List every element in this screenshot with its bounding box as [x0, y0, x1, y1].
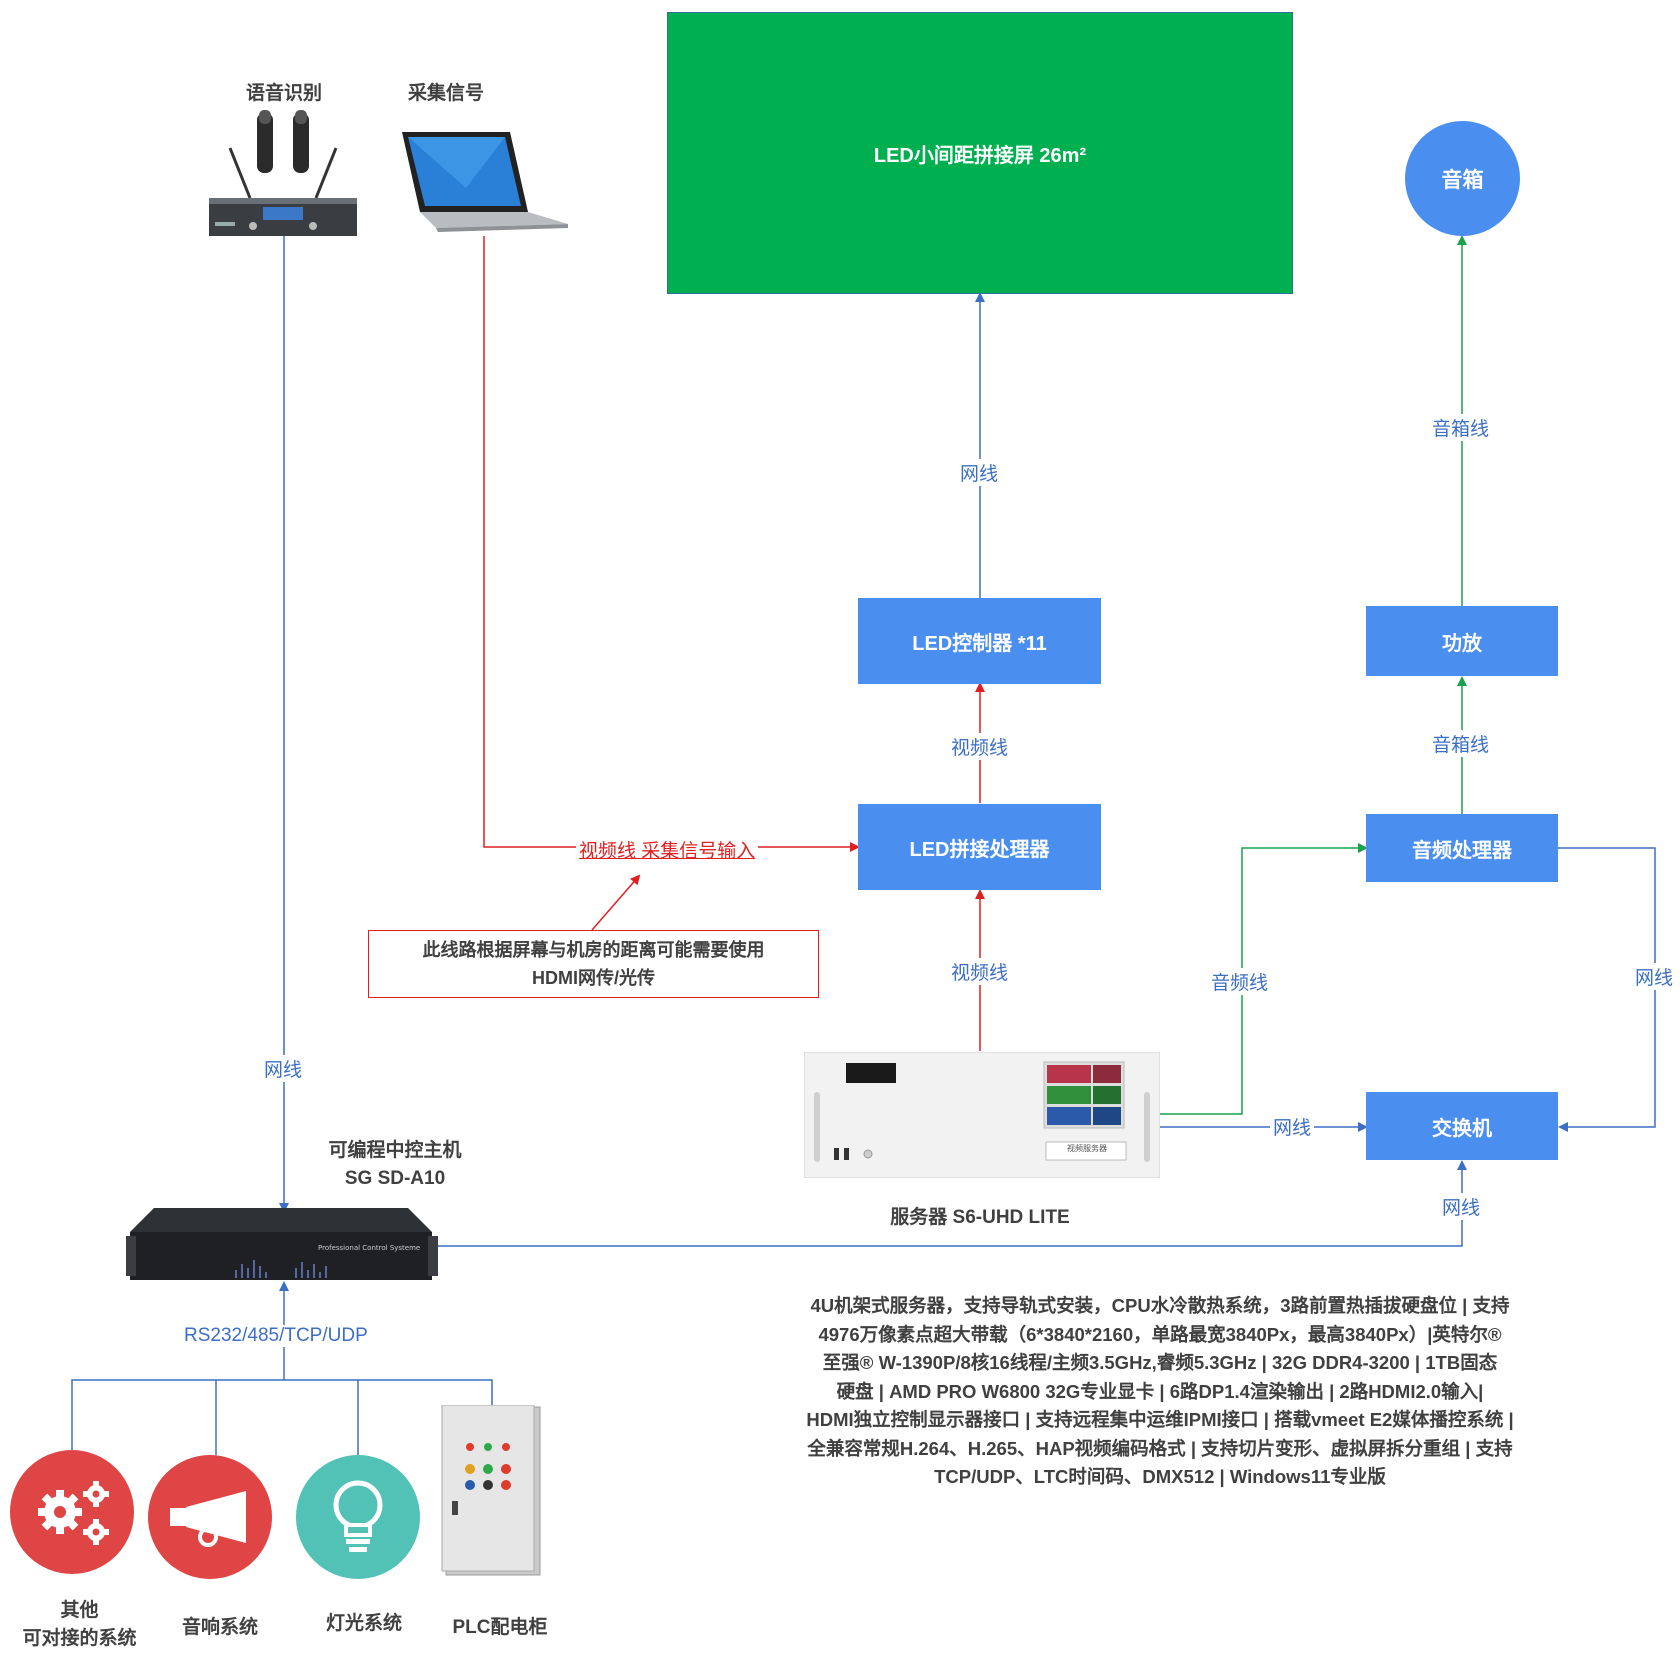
voice-recognition-title: 语音识别 — [245, 83, 322, 104]
speaker-node: 音箱 — [1405, 121, 1520, 236]
other-systems-title: 其他 可对接的系统 — [12, 1597, 147, 1653]
label-video-controller: 视频线 — [948, 733, 1012, 760]
other-line-2: 可对接的系统 — [22, 1628, 137, 1649]
spec-line-3: 至强® W-1390P/8核16线程/主频3.5GHz,睿频5.3GHz | 3… — [822, 1352, 1498, 1373]
rack-server-icon — [804, 1052, 1160, 1178]
label-video-processor: 视频线 — [948, 958, 1012, 985]
plc-cabinet-title: PLC配电柜 — [452, 1617, 548, 1638]
note-pointer — [591, 874, 641, 931]
control-host-line-2: SG SD-A10 — [344, 1168, 446, 1189]
capture-signal-title: 采集信号 — [407, 83, 484, 104]
label-network-mic: 网线 — [261, 1055, 306, 1082]
switch-label: 交换机 — [1432, 1117, 1492, 1140]
lighting-system-title: 灯光系统 — [325, 1613, 402, 1634]
server-caption: 服务器 S6-UHD LITE — [890, 1207, 1070, 1228]
spec-line-2: 4976万像素点超大带载（6*3840*2160，单路最宽3840Px，最高38… — [818, 1323, 1502, 1345]
wire-laptop-processor — [483, 236, 860, 852]
label-network-host-switch: 网线 — [1439, 1193, 1484, 1220]
audio-processor-label: 音频处理器 — [1412, 839, 1512, 862]
control-host-panel-text: Professional Control Systeme — [318, 1244, 421, 1252]
server-spec: 4U机架式服务器，支持导轨式安装，CPU水冷散热系统，3路前置热插拔硬盘位 | … — [760, 1292, 1560, 1492]
led-controller-label: LED控制器 *11 — [912, 632, 1047, 655]
note-line-2: HDMI网传/光传 — [532, 968, 655, 988]
label-network-right: 网线 — [1632, 963, 1677, 990]
control-host-icon — [126, 1208, 438, 1280]
spec-line-1: 4U机架式服务器，支持导轨式安装，CPU水冷散热系统，3路前置热插拔硬盘位 | … — [810, 1295, 1510, 1316]
wire-host-switch — [438, 1160, 1467, 1247]
label-speaker-cable: 音箱线 — [1429, 414, 1493, 441]
led-screen: LED小间距拼接屏 26m² — [667, 12, 1293, 294]
note-box: 此线路根据屏幕与机房的距离可能需要使用 HDMI网传/光传 — [368, 930, 819, 998]
note-line-1: 此线路根据屏幕与机房的距离可能需要使用 — [422, 940, 765, 960]
lighting-system-node — [296, 1455, 420, 1579]
switch-box: 交换机 — [1366, 1092, 1558, 1160]
led-processor-label: LED拼接处理器 — [909, 838, 1050, 861]
amplifier-label: 功放 — [1442, 632, 1482, 655]
led-screen-label: LED小间距拼接屏 26m² — [873, 144, 1087, 167]
megaphone-icon — [170, 1491, 246, 1547]
control-host-title: 可编程中控主机 SG SD-A10 — [300, 1137, 490, 1193]
led-controller-box: LED控制器 *11 — [858, 598, 1101, 684]
spec-line-4: 硬盘 | AMD PRO W6800 32G专业显卡 | 6路DP1.4渲染输出… — [836, 1380, 1484, 1402]
plc-cabinet-icon — [441, 1405, 541, 1576]
gears-icon — [38, 1481, 109, 1545]
server-panel-text: 视频服务器 — [1067, 1144, 1107, 1153]
label-network-screen: 网线 — [957, 459, 1002, 486]
label-network-switch: 网线 — [1270, 1113, 1315, 1140]
label-video-capture: 视频线 采集信号输入 — [576, 836, 759, 863]
spec-line-7: TCP/UDP、LTC时间码、DMX512 | Windows11专业版 — [934, 1466, 1386, 1487]
sound-system-node — [148, 1455, 272, 1579]
other-systems-node — [10, 1450, 134, 1574]
microphone-icon — [209, 110, 357, 236]
wire-subsystem-bus — [71, 1379, 493, 1450]
speaker-label: 音箱 — [1441, 168, 1484, 192]
led-processor-box: LED拼接处理器 — [858, 804, 1101, 890]
label-protocols: RS232/485/TCP/UDP — [181, 1325, 371, 1347]
label-audio-amp: 音箱线 — [1429, 730, 1493, 757]
label-audio-cable: 音频线 — [1208, 968, 1272, 995]
laptop-icon — [402, 132, 568, 232]
control-host-line-1: 可编程中控主机 — [328, 1140, 462, 1161]
audio-processor-box: 音频处理器 — [1366, 814, 1558, 882]
spec-line-6: 全兼容常规H.264、H.265、HAP视频编码格式 | 支持切片变形、虚拟屏拆… — [807, 1437, 1513, 1459]
spec-line-5: HDMI独立控制显示器接口 | 支持远程集中运维IPMI接口 | 搭载vmeet… — [806, 1409, 1514, 1430]
amplifier-box: 功放 — [1366, 606, 1558, 676]
other-line-1: 其他 — [60, 1600, 99, 1621]
lightbulb-icon — [333, 1480, 383, 1552]
sound-system-title: 音响系统 — [181, 1617, 258, 1638]
